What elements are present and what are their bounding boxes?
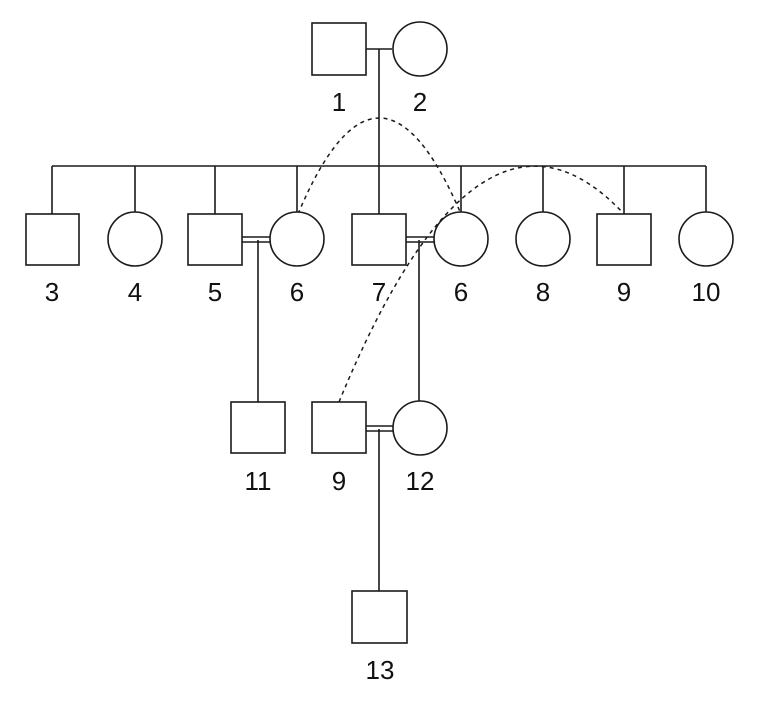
female-symbol-10 [678, 211, 734, 267]
male-symbol-11 [230, 401, 286, 454]
male-symbol-7 [351, 213, 407, 266]
label-12: 12 [406, 466, 435, 496]
label-8: 8 [536, 277, 550, 307]
female-symbol-6a [269, 211, 325, 267]
male-symbol-9b [311, 401, 367, 454]
label-1: 1 [332, 87, 346, 117]
female-symbol-8 [515, 211, 571, 267]
label-4: 4 [128, 277, 142, 307]
label-11: 11 [245, 466, 272, 496]
female-symbol-6b [433, 211, 489, 267]
label-6a: 6 [290, 277, 304, 307]
female-symbol-12 [392, 400, 448, 456]
label-6b: 6 [454, 277, 468, 307]
male-symbol-9a [596, 213, 652, 266]
male-symbol-5 [187, 213, 243, 266]
label-2: 2 [413, 87, 427, 117]
female-symbol-2 [392, 21, 448, 77]
female-symbol-4 [107, 211, 163, 267]
same-individual-link-6 [297, 117, 462, 215]
label-7: 7 [372, 277, 386, 307]
label-9a: 9 [617, 277, 631, 307]
male-symbol-13 [351, 590, 408, 644]
male-symbol-3 [25, 213, 80, 266]
male-symbol-1 [311, 22, 367, 76]
label-9b: 9 [332, 466, 346, 496]
label-5: 5 [208, 277, 222, 307]
label-10: 10 [692, 277, 721, 307]
label-3: 3 [45, 277, 59, 307]
label-13: 13 [366, 655, 395, 685]
